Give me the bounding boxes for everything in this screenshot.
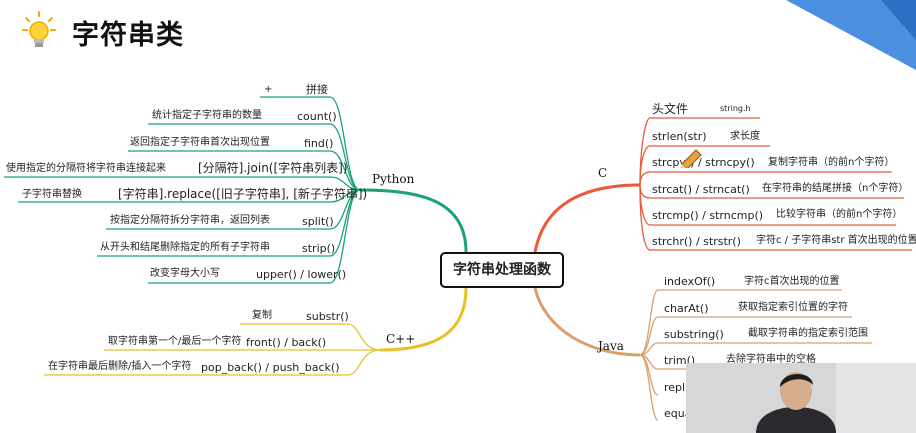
python-func: strip() <box>302 242 336 255</box>
lightbulb-icon <box>22 11 56 47</box>
python-func: upper() / lower() <box>256 268 347 281</box>
python-func: count() <box>297 110 337 123</box>
presenter-figure <box>686 363 916 433</box>
pencil-icon <box>680 149 702 168</box>
c-func: strlen(str) <box>652 130 707 143</box>
branch-java: Java <box>598 339 624 353</box>
java-desc: 字符c首次出现的位置 <box>744 276 840 287</box>
python-desc: 子字符串替换 <box>22 189 82 200</box>
python-desc: 从开头和结尾删除指定的所有子字符串 <box>100 242 270 253</box>
python-func: [字符串].replace([旧子字符串], [新子字符串]) <box>118 187 368 201</box>
page-title: 字符串类 <box>72 20 184 51</box>
java-func: charAt() <box>664 302 709 315</box>
java-desc: 截取字符串的指定索引范围 <box>748 328 868 339</box>
c-desc: string.h <box>720 104 751 113</box>
python-func: 拼接 <box>306 83 328 96</box>
python-desc: + <box>264 84 273 95</box>
python-desc: 按指定分隔符拆分字符串，返回列表 <box>110 215 270 226</box>
python-func: find() <box>304 137 334 150</box>
cpp-func: front() / back() <box>246 336 327 349</box>
cpp-desc: 在字符串最后删除/插入一个字符 <box>48 361 192 372</box>
python-desc: 统计指定子字符串的数量 <box>152 110 262 121</box>
cpp-desc: 复制 <box>252 310 272 321</box>
python-desc: 返回指定子字符串首次出现位置 <box>130 137 270 148</box>
presenter-video <box>686 363 916 433</box>
python-desc: 改变字母大小写 <box>150 268 220 279</box>
cpp-func: substr() <box>306 310 349 323</box>
branch-python: Python <box>372 172 415 186</box>
c-desc: 求长度 <box>730 131 760 142</box>
java-func: replac <box>664 381 698 394</box>
c-func: strcpy() / strncpy() <box>652 156 755 169</box>
branch-cpp: C++ <box>386 332 416 346</box>
c-desc: 复制字符串（的前n个字符） <box>768 157 895 168</box>
java-desc: 去除字符串中的空格 <box>726 354 816 365</box>
c-desc: 在字符串的结尾拼接（n个字符） <box>762 183 909 194</box>
c-desc: 字符c / 子字符串str 首次出现的位置 <box>756 235 916 246</box>
c-func: 头文件 <box>652 102 689 116</box>
python-func: split() <box>302 215 334 228</box>
python-func: [分隔符].join([字符串列表]) <box>198 161 348 175</box>
cpp-func: pop_back() / push_back() <box>201 361 340 374</box>
c-func: strchr() / strstr() <box>652 235 741 248</box>
branch-c: C <box>598 166 608 180</box>
java-desc: 获取指定索引位置的字符 <box>738 302 848 313</box>
java-func: equal <box>664 407 695 420</box>
c-desc: 比较字符串（的前n个字符） <box>776 209 903 220</box>
python-desc: 使用指定的分隔符将字符串连接起来 <box>6 163 166 174</box>
java-func: trim() <box>664 354 696 367</box>
java-func: substring() <box>664 328 724 341</box>
cpp-desc: 取字符串第一个/最后一个字符 <box>108 336 242 347</box>
c-func: strcat() / strncat() <box>652 183 750 196</box>
c-func: strcmp() / strncmp() <box>652 209 764 222</box>
java-func: indexOf() <box>664 275 716 288</box>
center-node: 字符串处理函数 <box>440 252 564 288</box>
corner-decoration <box>786 0 916 70</box>
